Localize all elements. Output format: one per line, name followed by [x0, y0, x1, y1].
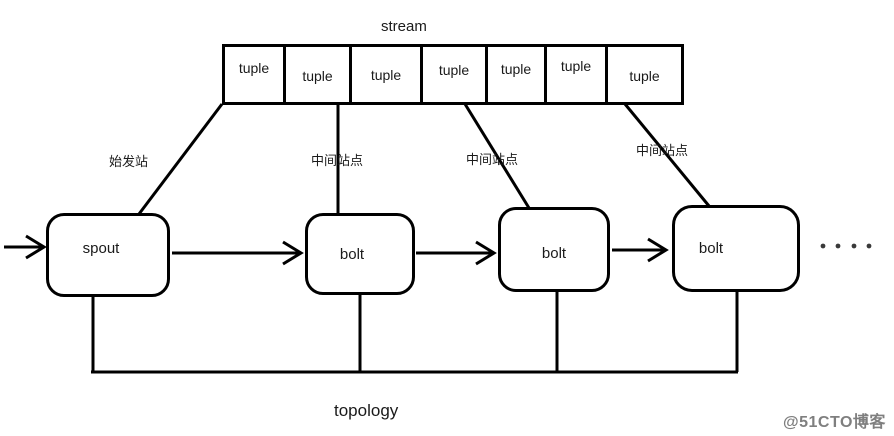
- arrow-input-to-spout: [4, 234, 47, 260]
- tuple-cell: tuple: [286, 47, 352, 102]
- edge-label-start-station: 始发站: [109, 154, 149, 169]
- arrow-bolt2-to-bolt3: [612, 237, 669, 263]
- tuple-cell: tuple: [488, 47, 547, 102]
- bolt-node-1: bolt: [305, 213, 415, 295]
- topology-label: topology: [334, 401, 399, 420]
- tuple-cell: tuple: [352, 47, 423, 102]
- stream-tuple-row: tuple tuple tuple tuple tuple tuple tupl…: [222, 44, 684, 105]
- watermark-51cto: @51CTO博客: [783, 414, 886, 431]
- ellipsis-dots: [820, 243, 872, 249]
- edge-stream-to-bolt3: [623, 103, 711, 207]
- edge-label-mid-station-2: 中间站点: [466, 152, 519, 167]
- bolt-node-2-label: bolt: [541, 245, 567, 262]
- edge-label-mid-station-3: 中间站点: [636, 143, 689, 158]
- bolt-node-1-label: bolt: [339, 245, 365, 263]
- topology-bracket: [91, 291, 739, 374]
- edge-label-mid-station-1: 中间站点: [311, 153, 364, 168]
- tuple-cell: tuple: [225, 47, 286, 102]
- spout-node: spout: [46, 213, 170, 297]
- tuple-cell: tuple: [423, 47, 488, 102]
- arrow-spout-to-bolt1: [172, 240, 304, 266]
- arrow-bolt1-to-bolt2: [416, 240, 497, 266]
- tuple-cell: tuple: [608, 47, 681, 102]
- edge-stream-to-bolt2: [463, 103, 531, 209]
- spout-node-label: spout: [82, 239, 120, 257]
- bolt-node-3-label: bolt: [698, 240, 724, 257]
- bolt-node-2: bolt: [498, 207, 610, 292]
- edge-stream-to-spout: [137, 103, 224, 215]
- stream-label: stream: [381, 18, 427, 35]
- bolt-node-3: bolt: [672, 205, 800, 292]
- tuple-cell: tuple: [547, 47, 608, 102]
